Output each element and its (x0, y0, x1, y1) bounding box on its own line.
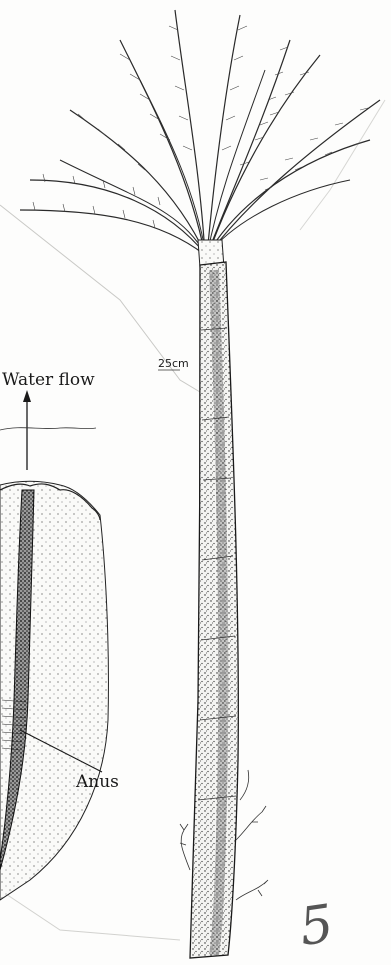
tentacle-crown (20, 10, 380, 255)
paper-cut-edge-right (300, 100, 385, 230)
water-flow-arrow[interactable] (0, 390, 96, 470)
paper-cut-edge-lower (0, 890, 180, 940)
anus-label: Anus (76, 772, 119, 792)
burrow-section (0, 481, 108, 900)
water-flow-label: Water flow (2, 370, 95, 390)
scale-label: 25cm (158, 357, 189, 370)
